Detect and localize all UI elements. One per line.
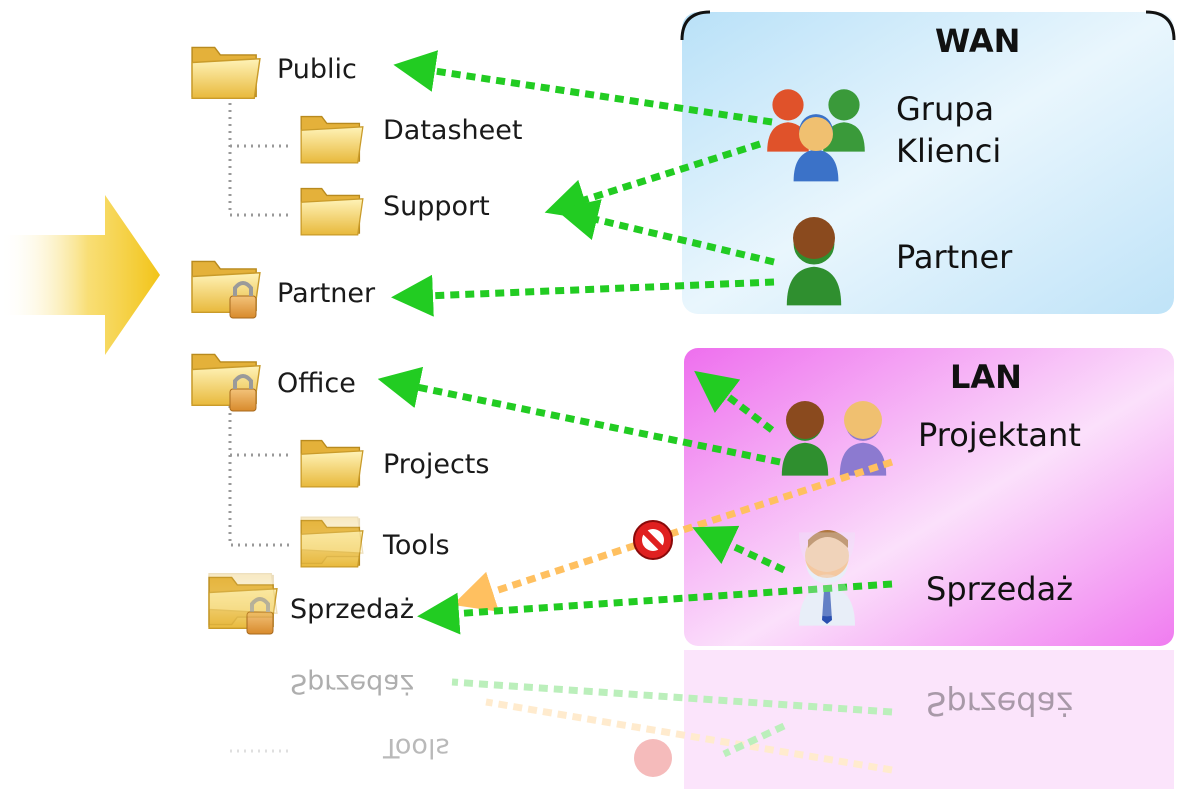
arrow-clients-to-support (544, 140, 762, 220)
folder-icon (300, 439, 364, 488)
folder-label-partner: Partner (277, 278, 376, 309)
lan-sprzedaz-label: Sprzedaż (926, 570, 1073, 608)
folder-label-datasheet: Datasheet (383, 115, 523, 146)
folder-icon (300, 519, 364, 568)
folder-label-projects: Projects (383, 449, 490, 480)
folder-label-public: Public (277, 54, 357, 85)
wan-group-line1: Grupa (896, 90, 995, 128)
locked-folder-icon (191, 260, 261, 319)
arrow-projektant-denied (452, 458, 894, 612)
locked-folder-icon (191, 353, 261, 412)
locked-folder-icon (208, 576, 278, 635)
wan-title: WAN (935, 22, 1021, 60)
folder-label-support: Support (383, 191, 490, 222)
lan-projektant-label: Projektant (918, 416, 1081, 454)
arrow-partner-to-partner (391, 274, 775, 317)
folder-label-sprzedaz: Sprzedaż (290, 594, 415, 625)
arrow-partner-to-support (555, 199, 775, 266)
folder-label-office: Office (277, 368, 356, 399)
tree-lines (228, 96, 290, 547)
folder-icon (191, 46, 261, 100)
wan-group-line2: Klienci (896, 132, 1002, 170)
folder-icon (300, 187, 364, 236)
big-arrow-icon (0, 195, 160, 355)
projektant-group-icon (781, 401, 887, 476)
folder-icon (300, 115, 364, 164)
arrow-projektant-to-lan (694, 370, 775, 433)
partner-user-icon (786, 217, 842, 306)
folder-label-tools: Tools (383, 530, 450, 561)
wan-partner-label: Partner (896, 238, 1013, 276)
arrow-sprzedaz-to-lan (692, 525, 786, 574)
arrow-projektant-to-office (377, 366, 781, 466)
lan-title: LAN (950, 358, 1022, 396)
arrow-sprzedaz-to-sprzedaz (417, 580, 893, 635)
group-clients-icon (767, 89, 865, 182)
arrow-clients-to-public (393, 50, 773, 126)
deny-icon (633, 520, 673, 560)
